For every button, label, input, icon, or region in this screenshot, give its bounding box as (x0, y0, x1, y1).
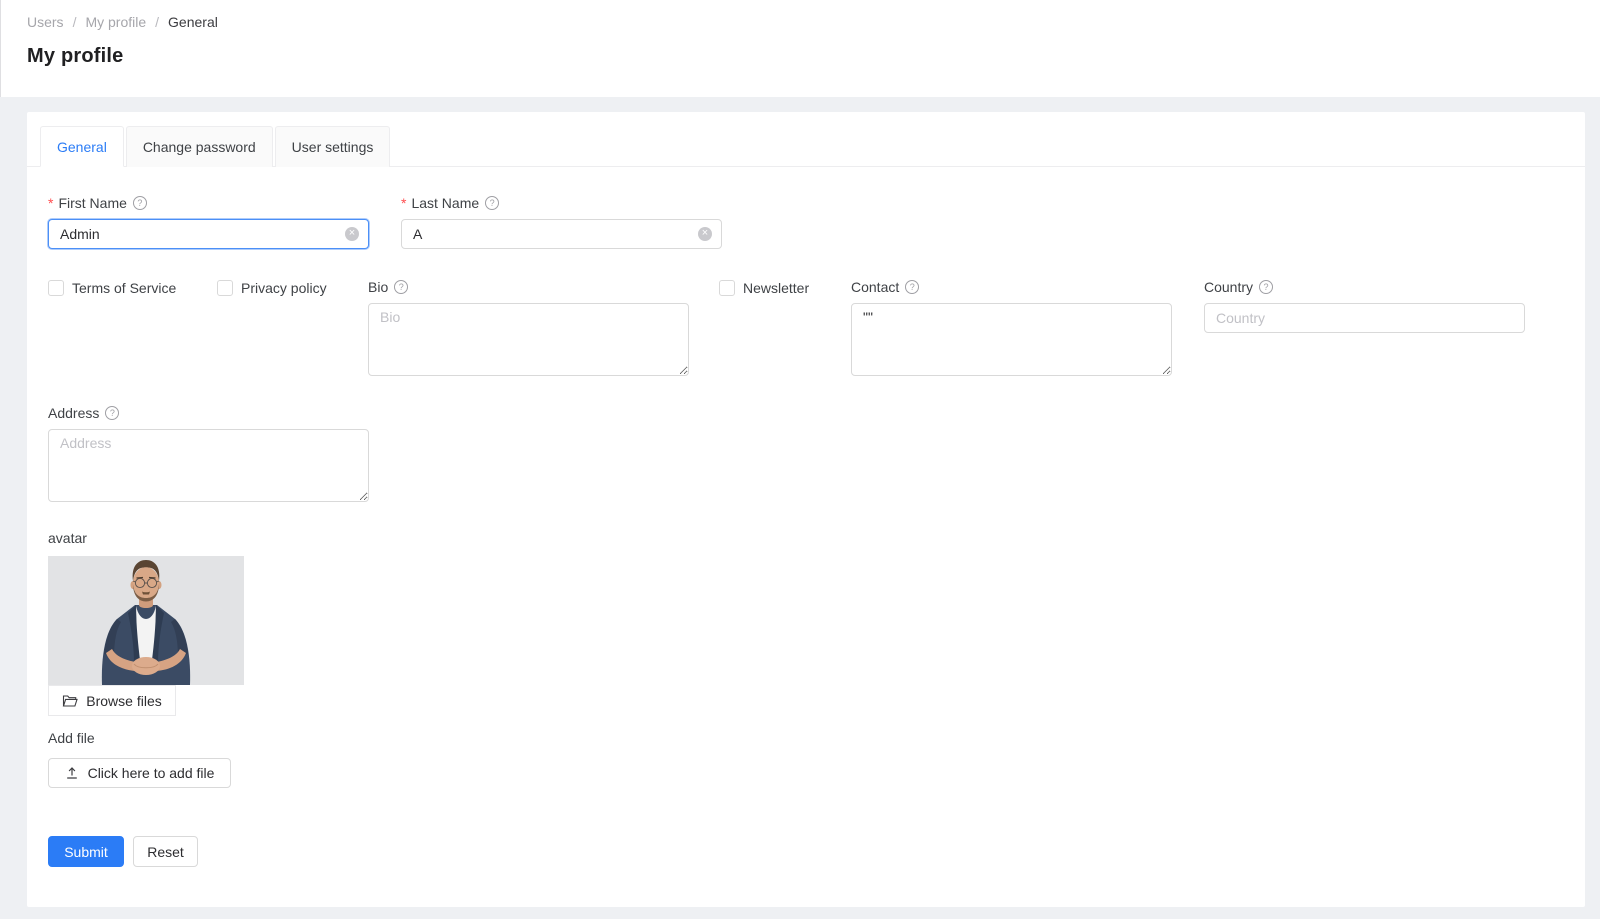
upload-icon (66, 767, 77, 779)
terms-of-service-checkbox[interactable]: Terms of Service (48, 280, 217, 296)
clear-icon[interactable] (698, 227, 712, 241)
clear-icon[interactable] (345, 227, 359, 241)
breadcrumb-separator: / (155, 14, 160, 30)
help-icon[interactable]: ? (394, 280, 409, 294)
first-name-label: * First Name ? (48, 193, 369, 213)
tab-general[interactable]: General (40, 126, 124, 167)
address-label: Address ? (48, 403, 369, 423)
newsletter-checkbox[interactable]: Newsletter (719, 280, 851, 296)
contact-textarea[interactable] (851, 303, 1172, 376)
privacy-policy-checkbox[interactable]: Privacy policy (217, 280, 368, 296)
page-header: Users / My profile / General My profile (0, 0, 1600, 97)
last-name-input[interactable] (401, 219, 722, 249)
reset-button[interactable]: Reset (133, 836, 198, 867)
general-form: * First Name ? * Last Name ? (27, 167, 1585, 907)
add-file-button[interactable]: Click here to add file (48, 758, 231, 788)
browse-files-button[interactable]: Browse files (48, 685, 176, 716)
add-file-field: Add file Click here to add file (48, 730, 1564, 788)
address-field: Address ? (48, 403, 369, 502)
avatar-field: avatar (48, 530, 1564, 716)
profile-card: General Change password User settings * … (27, 112, 1585, 907)
bio-field: Bio ? (368, 277, 689, 376)
help-icon[interactable]: ? (485, 196, 500, 210)
country-label: Country ? (1204, 277, 1525, 297)
breadcrumb-users[interactable]: Users (27, 14, 64, 30)
checkbox-box[interactable] (217, 280, 233, 296)
help-icon[interactable]: ? (105, 406, 120, 420)
last-name-label: * Last Name ? (401, 193, 722, 213)
contact-field: Contact ? (851, 277, 1172, 376)
breadcrumb: Users / My profile / General (27, 14, 1574, 30)
form-actions: Submit Reset (48, 836, 1564, 867)
required-asterisk: * (48, 195, 54, 211)
folder-open-icon (63, 694, 79, 707)
help-icon[interactable]: ? (132, 196, 147, 210)
first-name-field: * First Name ? (48, 193, 369, 249)
avatar-image (48, 556, 244, 685)
breadcrumb-separator: / (72, 14, 77, 30)
last-name-field: * Last Name ? (401, 193, 722, 249)
checkbox-box[interactable] (48, 280, 64, 296)
page-title: My profile (27, 45, 124, 67)
avatar-label: avatar (48, 530, 87, 546)
breadcrumb-general: General (168, 14, 218, 30)
country-field: Country ? (1204, 277, 1525, 333)
add-file-label: Add file (48, 730, 95, 746)
breadcrumb-my-profile[interactable]: My profile (85, 14, 147, 30)
country-input[interactable] (1204, 303, 1525, 333)
contact-label: Contact ? (851, 277, 1172, 297)
tab-change-password[interactable]: Change password (125, 126, 273, 167)
required-asterisk: * (401, 195, 407, 211)
tab-user-settings[interactable]: User settings (274, 126, 391, 167)
bio-label: Bio ? (368, 277, 689, 297)
checkbox-box[interactable] (719, 280, 735, 296)
help-icon[interactable]: ? (1259, 280, 1274, 294)
tab-bar: General Change password User settings (27, 112, 1585, 167)
bio-textarea[interactable] (368, 303, 689, 376)
address-textarea[interactable] (48, 429, 369, 502)
help-icon[interactable]: ? (905, 280, 920, 294)
submit-button[interactable]: Submit (48, 836, 124, 867)
first-name-input[interactable] (48, 219, 369, 249)
